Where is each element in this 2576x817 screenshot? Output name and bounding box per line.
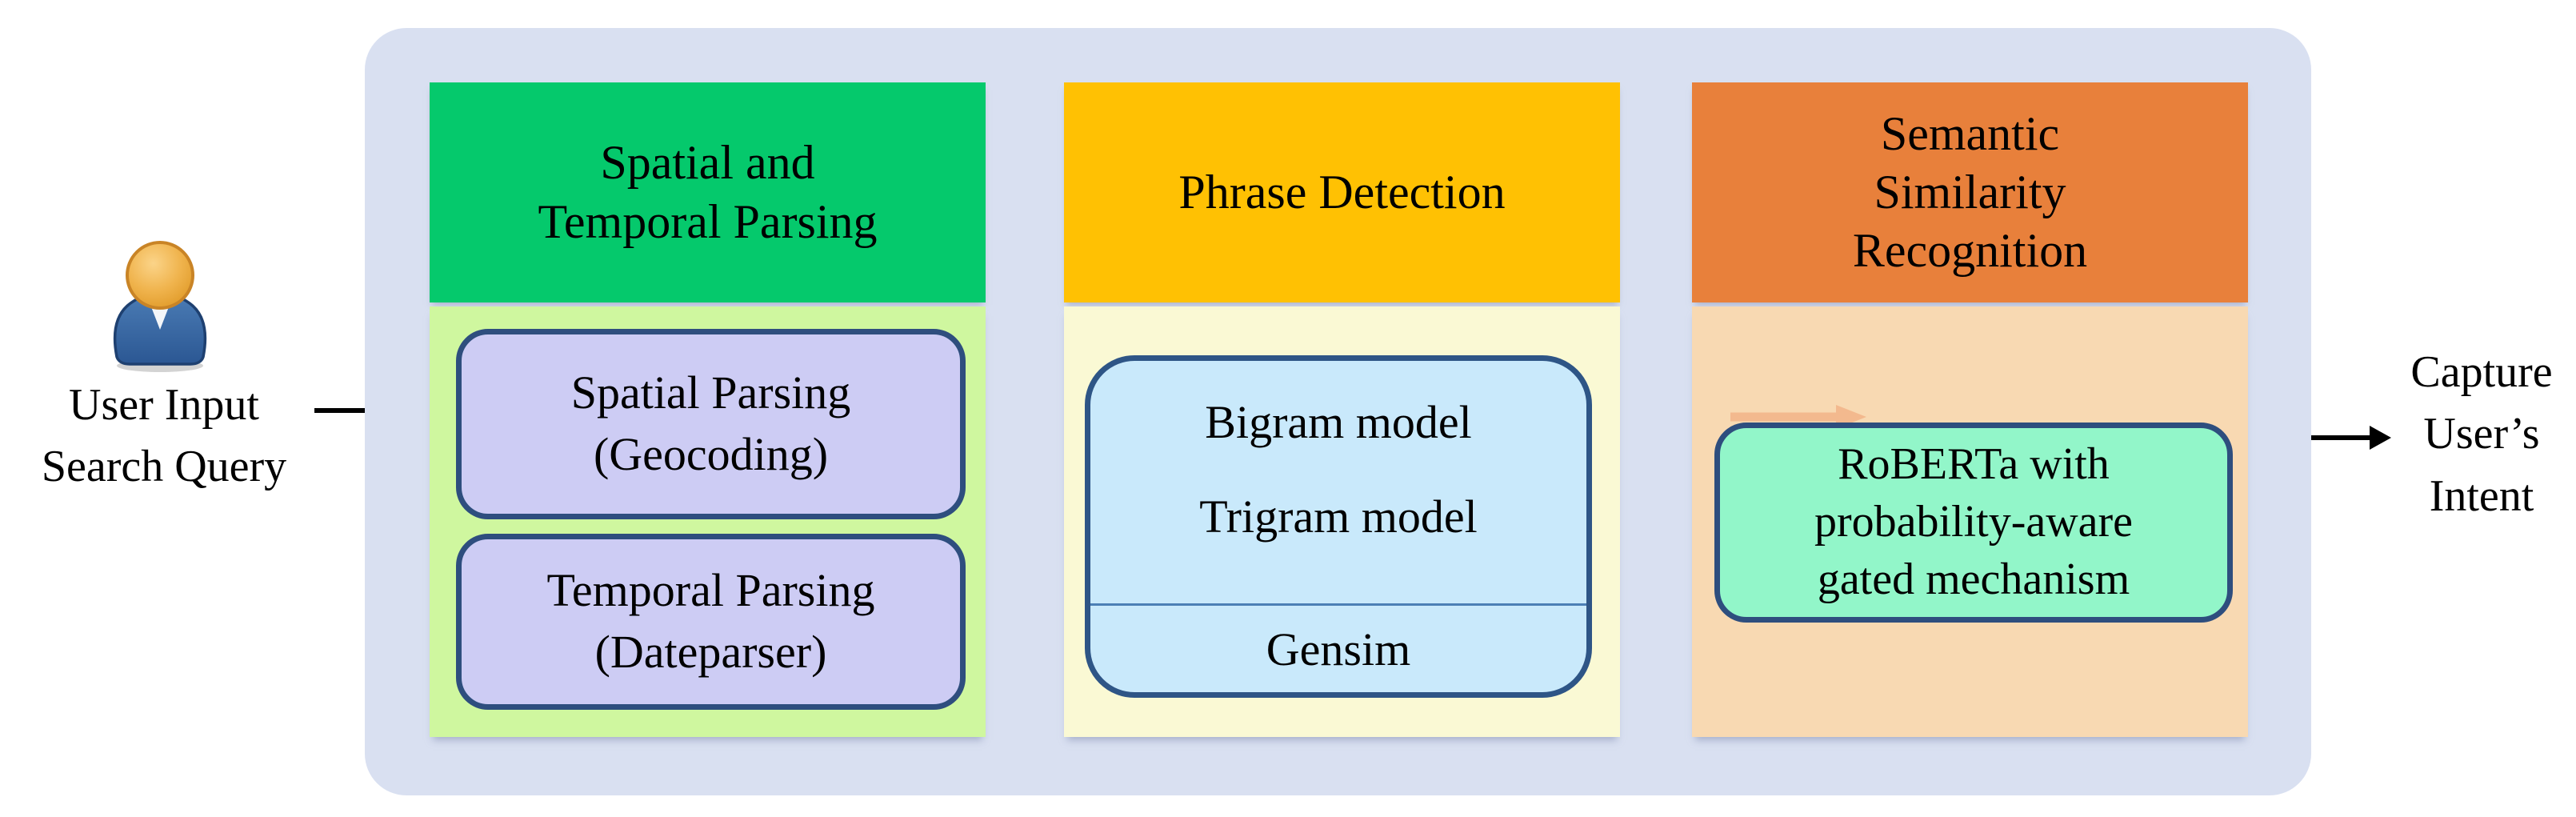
trigram-model-label: Trigram model xyxy=(1199,491,1478,543)
stage-header-spatial-temporal-parsing: Spatial and Temporal Parsing xyxy=(430,82,986,302)
input-label: User Input Search Query xyxy=(41,380,287,492)
node-temporal-parsing: Temporal Parsing (Dateparser) xyxy=(456,534,966,710)
stage-header-semantic-similarity-recognition: Semantic Similarity Recognition xyxy=(1692,82,2248,302)
stage-header-phrase-detection: Phrase Detection xyxy=(1064,82,1620,302)
gensim-label: Gensim xyxy=(1266,623,1411,675)
bigram-model-label: Bigram model xyxy=(1205,396,1472,448)
node-roberta-gated-mechanism: RoBERTa with probability-aware gated mec… xyxy=(1714,423,2233,623)
node-spatial-parsing: Spatial Parsing (Geocoding) xyxy=(456,329,966,519)
person-head xyxy=(126,241,194,310)
ngram-divider xyxy=(1090,603,1586,606)
node-ngram-models: Bigram model Trigram model Gensim xyxy=(1085,355,1592,698)
person-icon xyxy=(113,241,207,372)
output-label: Capture User’s Intent xyxy=(2410,347,2553,521)
